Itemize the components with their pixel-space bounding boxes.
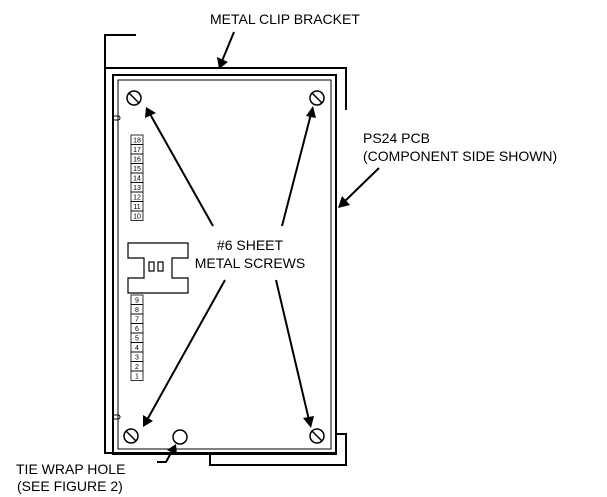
tie-wrap-label-line1: TIE WRAP HOLE — [16, 461, 125, 477]
terminal-number: 5 — [135, 336, 139, 343]
screw-top-right — [309, 90, 325, 106]
terminal-number: 9 — [135, 298, 139, 305]
arrow-bracket — [221, 31, 235, 62]
screws-label-line2: METAL SCREWS — [195, 255, 305, 271]
terminal-number: 16 — [133, 157, 141, 164]
terminal-number: 11 — [133, 204, 140, 211]
terminal-number: 8 — [135, 307, 139, 314]
arrowheads — [143, 57, 350, 455]
terminal-number: 7 — [135, 317, 139, 324]
tie-wrap-hole — [172, 429, 188, 445]
terminal-number: 10 — [133, 214, 141, 221]
terminal-block-bottom: 9 8 7 6 5 4 3 2 1 — [130, 294, 144, 381]
terminal-cell — [130, 210, 144, 221]
pcb-label-line2: (COMPONENT SIDE SHOWN) — [363, 148, 557, 164]
arrow-screw-br — [275, 279, 310, 421]
board-notches — [113, 115, 121, 420]
arrow-screw-tl — [149, 113, 214, 227]
screws-label-line1: #6 SHEET — [217, 237, 284, 253]
terminal-number: 2 — [135, 364, 139, 371]
terminal-number: 3 — [135, 355, 139, 362]
arrows — [146, 31, 380, 463]
arrow-screw-tr — [281, 113, 312, 227]
terminal-number: 1 — [135, 374, 139, 381]
terminal-number: 18 — [133, 138, 141, 145]
pcb-board — [112, 74, 337, 455]
arrow-pcb — [344, 167, 380, 202]
pcb-label-line1: PS24 PCB — [363, 130, 430, 146]
screw-bottom-right — [309, 428, 325, 444]
terminal-block-top: 18 17 16 15 14 13 12 11 10 — [130, 134, 144, 221]
terminal-number: 4 — [135, 345, 139, 352]
terminal-number: 12 — [133, 195, 141, 202]
arrow-screw-bl — [146, 279, 226, 421]
terminal-cell — [130, 370, 144, 381]
metal-clip-bracket-label: METAL CLIP BRACKET — [210, 11, 360, 27]
terminal-number: 13 — [133, 185, 141, 192]
tie-wrap-label-line2: (SEE FIGURE 2) — [17, 478, 123, 494]
terminal-number: 14 — [133, 176, 141, 183]
board-component — [127, 242, 189, 294]
terminal-number: 15 — [133, 166, 141, 173]
screw-top-left — [126, 90, 142, 106]
screw-bottom-left — [123, 428, 139, 444]
terminal-number: 6 — [135, 326, 139, 333]
arrow-tie-wrap — [157, 450, 173, 463]
terminal-number: 17 — [133, 147, 141, 154]
